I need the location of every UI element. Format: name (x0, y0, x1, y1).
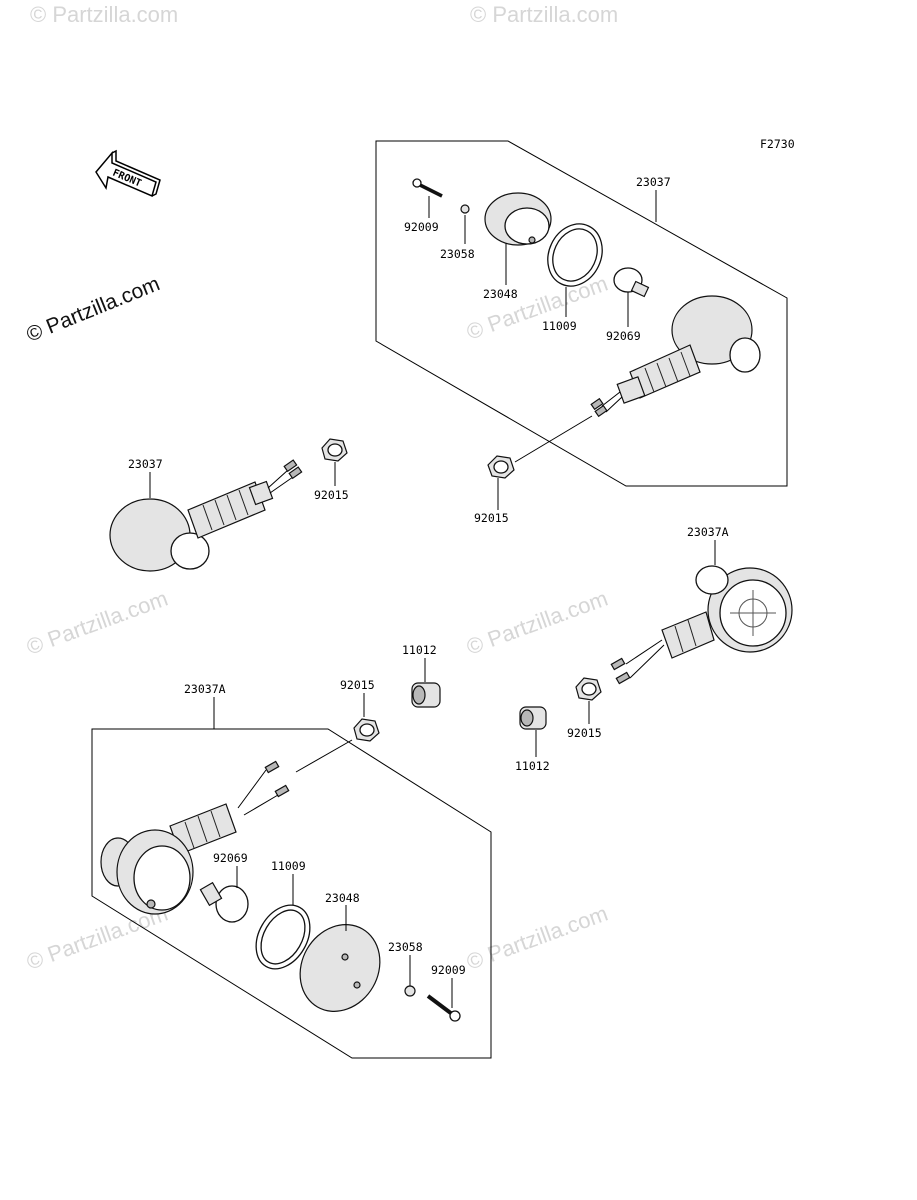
callout-92069-bottom: 92069 (213, 851, 248, 865)
nut-icon (487, 455, 515, 479)
lens-icon (484, 192, 552, 246)
signal-housing-icon (100, 803, 237, 915)
bottom-leaders (213, 693, 453, 1008)
logo-text: © Partzilla.com (23, 272, 163, 346)
assembly-line (514, 415, 593, 463)
nut-icon (353, 718, 380, 742)
wire-connector-icon (267, 459, 303, 494)
callout-23048-bottom: 23048 (325, 891, 360, 905)
top-leaders (428, 190, 657, 510)
partzilla-logo: © Partzilla.com (23, 272, 163, 346)
callout-11009-bottom: 11009 (271, 859, 306, 873)
nut-icon (321, 438, 348, 462)
callout-23037-left: 23037 (128, 457, 163, 471)
callout-23058-top: 23058 (440, 247, 475, 261)
top-group-parts (412, 178, 761, 479)
callout-23048-top: 23048 (483, 287, 518, 301)
signal-housing-icon (616, 295, 761, 404)
watermark: © Partzilla.com (470, 2, 618, 27)
bulb-icon (613, 267, 650, 298)
callout-11012-right: 11012 (515, 759, 550, 773)
nut-icon (575, 677, 602, 701)
callout-92009-bottom: 92009 (431, 963, 466, 977)
top-group-outline (375, 140, 788, 487)
lens-icon (299, 924, 381, 1012)
callout-11012-mid: 11012 (402, 643, 437, 657)
gasket-icon (547, 223, 603, 287)
signal-housing-icon (661, 565, 793, 659)
spacer-icon (411, 682, 441, 708)
screw-icon (412, 178, 443, 198)
bottom-group-parts (100, 718, 461, 1022)
callout-92015-left: 92015 (314, 488, 349, 502)
callout-23058-bottom: 23058 (388, 940, 423, 954)
washer-icon (460, 204, 470, 214)
front-arrow-icon: FRONT (95, 149, 161, 198)
watermark: © Partzilla.com (463, 271, 611, 345)
signal-housing-icon (109, 480, 274, 572)
wire-connector-icon (590, 391, 623, 418)
watermark: © Partzilla.com (463, 901, 611, 975)
screw-icon (426, 994, 461, 1022)
right-signal-parts (519, 565, 793, 730)
wire-connector-icon (237, 760, 290, 816)
watermark: © Partzilla.com (23, 586, 171, 660)
callout-92015-right: 92015 (567, 726, 602, 740)
callout-92015-bottom: 92015 (340, 678, 375, 692)
watermark: © Partzilla.com (463, 586, 611, 660)
callout-23037-top: 23037 (636, 175, 671, 189)
figure-code: F2730 (760, 137, 795, 151)
spacer-icon (519, 706, 547, 730)
callout-11009-top: 11009 (542, 319, 577, 333)
gasket-icon (255, 904, 311, 970)
callout-23037A-right: 23037A (687, 525, 729, 539)
bulb-icon (199, 881, 249, 923)
washer-icon (404, 985, 416, 997)
callout-92009-top: 92009 (404, 220, 439, 234)
bottom-group-outline (91, 728, 492, 1059)
callout-92069-top: 92069 (606, 329, 641, 343)
left-signal-parts (109, 438, 348, 572)
callout-23037A-bottom: 23037A (184, 682, 226, 696)
assembly-line (295, 739, 353, 773)
callout-92015-top: 92015 (474, 511, 509, 525)
wire-connector-icon (610, 639, 665, 685)
watermark: © Partzilla.com (30, 2, 178, 27)
